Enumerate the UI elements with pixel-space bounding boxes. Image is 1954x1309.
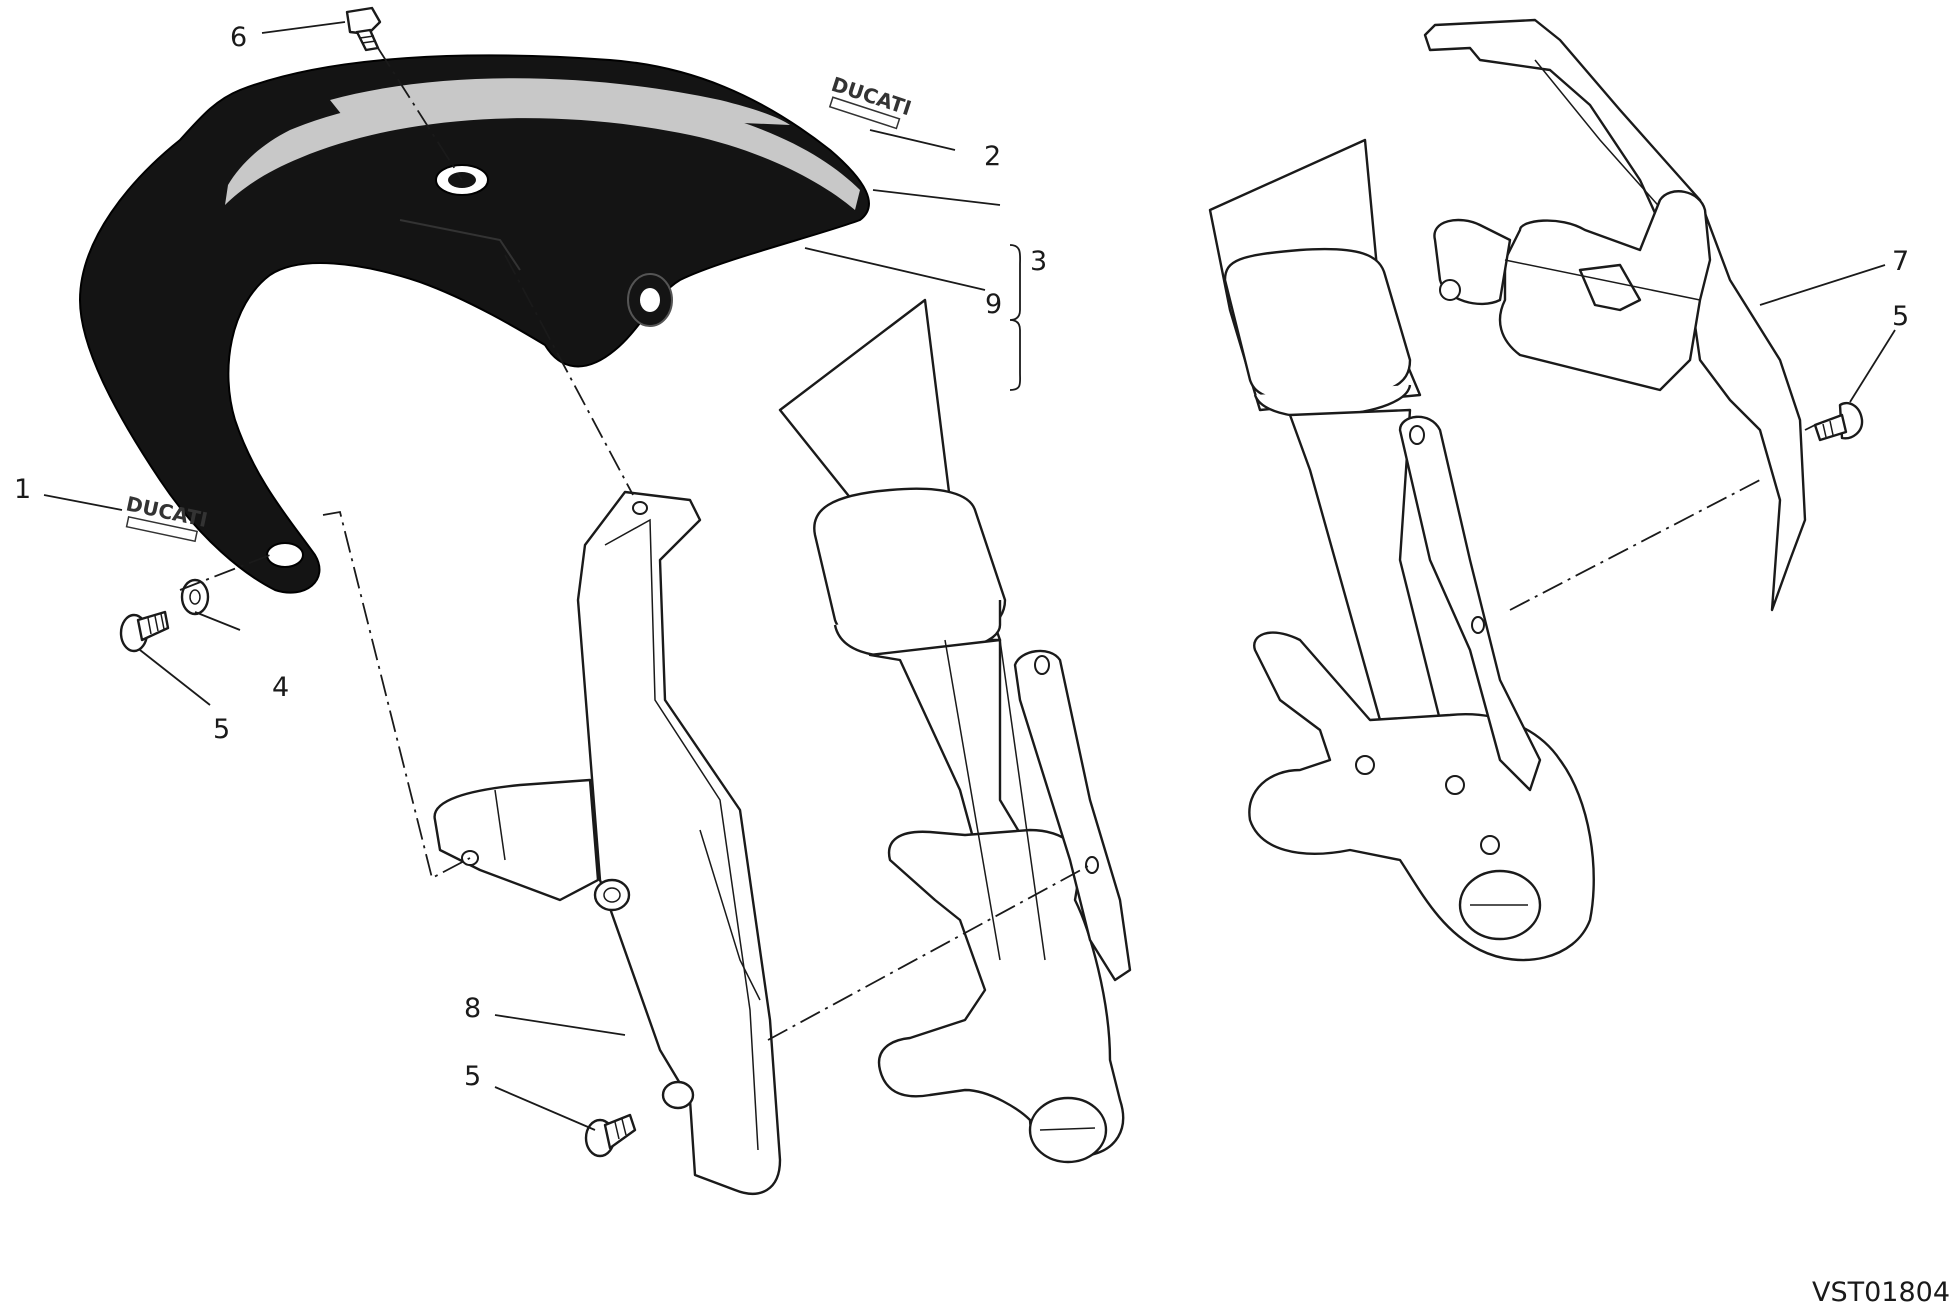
- screw-6: [345, 6, 382, 52]
- alignment-lines: [179, 47, 1816, 1041]
- callout-5c: 5: [1892, 301, 1909, 332]
- screw-5-right: [1813, 401, 1864, 442]
- leader-lines: [43, 21, 1896, 1131]
- callout-2: 2: [984, 141, 1001, 172]
- fork-bracket-8: [1423, 18, 1807, 612]
- callout-7: 8: [464, 993, 481, 1024]
- svg-text:DUCATI: DUCATI: [828, 72, 914, 120]
- callout-5a: 5: [213, 714, 230, 745]
- screw-5-lower: [584, 1113, 637, 1158]
- callout-8: 7: [1892, 246, 1909, 277]
- ducati-decal-2: DUCATI: [828, 72, 914, 130]
- fork-bracket-7: [433, 490, 782, 1195]
- fork-leg-right: [1208, 138, 1595, 962]
- screw-5-left: [119, 610, 170, 653]
- callout-9: 9: [985, 289, 1002, 320]
- callout-4: 4: [272, 672, 289, 703]
- callout-5b: 5: [464, 1061, 481, 1092]
- front-mudguard: [78, 54, 870, 594]
- washer-4: [180, 578, 210, 616]
- callout-labels: 6 2 3 9 7 5 1 4 5 8 5: [14, 22, 1909, 1092]
- callout-6: 6: [230, 22, 247, 53]
- drawing-code: VST01804: [1812, 1277, 1950, 1308]
- fork-leg-left: [778, 298, 1132, 1164]
- callout-1: 1: [14, 474, 31, 505]
- callout-3: 3: [1030, 246, 1047, 277]
